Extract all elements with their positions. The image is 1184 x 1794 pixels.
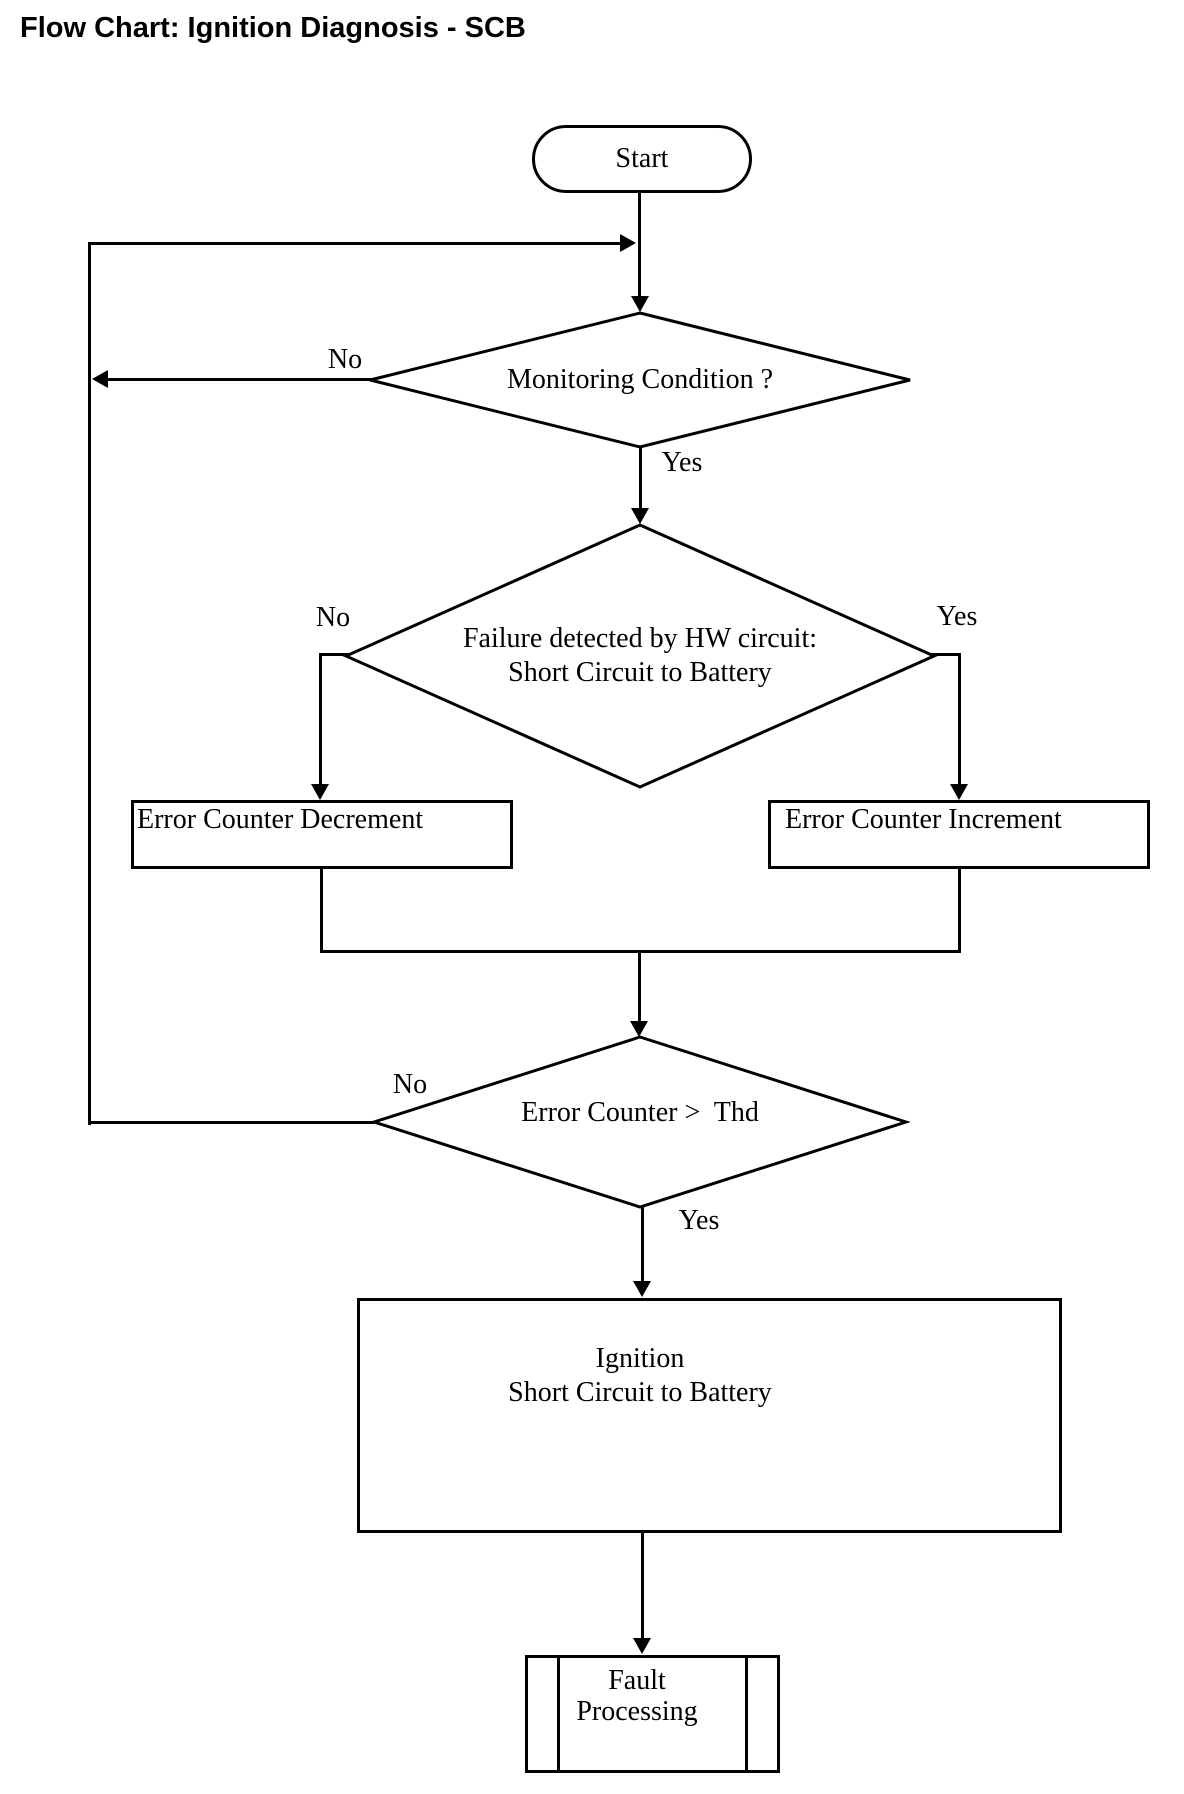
- predefined-process-right-bar: [745, 1658, 748, 1770]
- decision-failure-detected-shape: [342, 523, 938, 789]
- decision-error-counter-threshold-shape: [370, 1035, 910, 1209]
- process-error-counter-increment: Error Counter Increment: [768, 800, 1150, 869]
- arrowhead-down-icon: [950, 784, 968, 800]
- branch-label-monitoring-yes: Yes: [661, 447, 703, 478]
- arrowhead-down-icon: [633, 1281, 651, 1297]
- arrowhead-down-icon: [311, 784, 329, 800]
- arrowhead-left-icon: [92, 370, 108, 388]
- fault-processing-line2: Processing: [576, 1696, 698, 1727]
- process-ignition-scb-label: Ignition Short Circuit to Battery: [340, 1342, 940, 1410]
- branch-label-threshold-no: No: [392, 1069, 428, 1100]
- process-error-counter-increment-label: Error Counter Increment: [785, 804, 1062, 835]
- decision-failure-detected-label: Failure detected by HW circuit: Short Ci…: [340, 622, 940, 690]
- connector-failure-no-h: [319, 653, 349, 656]
- decision-failure-detected-line2: Short Circuit to Battery: [508, 657, 772, 688]
- decision-error-counter-threshold-label: Error Counter > Thd: [521, 1097, 759, 1128]
- start-node-label: Start: [615, 143, 669, 174]
- process-error-counter-decrement-label: Error Counter Decrement: [137, 804, 424, 835]
- flowchart-title: Flow Chart: Ignition Diagnosis - SCB: [20, 12, 526, 44]
- branch-label-threshold-yes: Yes: [678, 1205, 720, 1236]
- connector-failure-yes-h: [931, 653, 961, 656]
- connector-monitoring-yes: [639, 445, 642, 510]
- connector-failure-no-v: [319, 653, 322, 786]
- decision-failure-detected-line1: Failure detected by HW circuit:: [462, 623, 818, 654]
- predefined-process-left-bar: [557, 1658, 560, 1770]
- process-ignition-scb-line1: Ignition: [595, 1343, 685, 1374]
- arrowhead-down-icon: [631, 296, 649, 312]
- arrowhead-down-icon: [630, 1021, 648, 1037]
- connector-feedback-left: [88, 242, 91, 1125]
- process-ignition-scb-line2: Short Circuit to Battery: [508, 1377, 772, 1408]
- decision-monitoring-condition-label: Monitoring Condition ?: [507, 364, 773, 395]
- arrowhead-down-icon: [631, 508, 649, 524]
- process-ignition-scb: [357, 1298, 1062, 1533]
- start-node: Start: [532, 125, 752, 193]
- connector-threshold-no: [88, 1121, 374, 1124]
- connector-monitoring-no: [96, 378, 372, 381]
- branch-label-failure-no: No: [315, 602, 351, 633]
- branch-label-monitoring-no: No: [327, 344, 363, 375]
- process-error-counter-decrement: Error Counter Decrement: [131, 800, 513, 869]
- arrowhead-right-icon: [620, 234, 636, 252]
- fault-processing-line1: Fault: [608, 1665, 666, 1696]
- connector-feedback-top: [88, 242, 622, 245]
- decision-monitoring-condition-shape: [369, 311, 911, 449]
- arrowhead-down-icon: [633, 1638, 651, 1654]
- connector-start-to-monitoring: [638, 191, 641, 307]
- connector-failure-yes-v: [958, 653, 961, 786]
- branch-label-failure-yes: Yes: [936, 601, 978, 632]
- connector-increment-out: [958, 867, 961, 953]
- connector-ignition-to-fault: [641, 1532, 644, 1640]
- predefined-process-fault-processing-label: Fault Processing: [507, 1665, 767, 1727]
- predefined-process-fault-processing: [525, 1655, 780, 1773]
- connector-merge-to-threshold: [638, 950, 641, 1023]
- connector-decrement-out: [320, 867, 323, 953]
- connector-threshold-yes: [641, 1206, 644, 1284]
